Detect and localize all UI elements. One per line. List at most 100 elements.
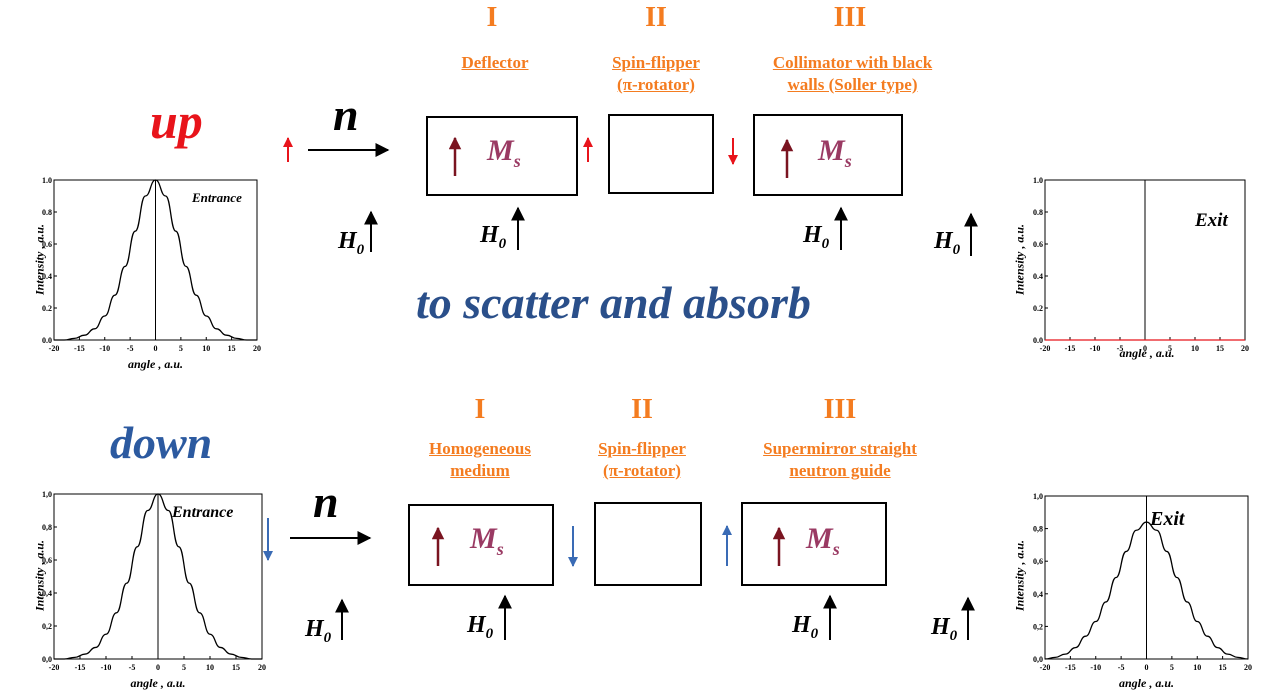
y-tick-label: 0,0 <box>1033 655 1043 664</box>
x-tick-label: 5 <box>179 344 183 353</box>
stage-label-line: (π-rotator) <box>603 461 681 480</box>
plot-label-entrance: Entrance <box>172 504 234 521</box>
y-tick-label: 0,4 <box>42 589 52 598</box>
x-tick-label: 5 <box>1170 663 1174 672</box>
stage-label-down-1: Homogeneous medium <box>400 438 560 482</box>
y-tick-label: 0,4 <box>1033 590 1043 599</box>
stage-label-line: walls (Soller type) <box>787 75 918 94</box>
stage-label-down-3: Supermirror straight neutron guide <box>730 438 950 482</box>
row-label-up: up <box>150 93 203 149</box>
x-tick-label: 10 <box>206 663 214 672</box>
x-tick-label: -5 <box>129 663 136 672</box>
y-tick-label: 0.0 <box>42 336 52 345</box>
magnetization-label-up-3: Ms <box>818 134 852 171</box>
stage-numeral-up-1: I <box>486 2 498 33</box>
y-tick-label: 0.6 <box>42 240 52 249</box>
stage-label-line: (π-rotator) <box>617 75 695 94</box>
x-tick-label: 5 <box>1168 344 1172 353</box>
x-tick-label: 0 <box>154 344 158 353</box>
x-axis-label: angle , a.u. <box>1118 676 1174 690</box>
x-tick-label: 0 <box>1143 344 1147 353</box>
y-tick-label: 0.4 <box>42 272 52 281</box>
y-tick-label: 0.0 <box>1033 336 1043 345</box>
stage-label-down-2: Spin-flipper (π-rotator) <box>572 438 712 482</box>
stage-label-line: Deflector <box>461 53 529 72</box>
y-axis-label: Intensity , a.u. <box>1012 224 1027 296</box>
stage-label-line: Spin-flipper <box>612 53 700 72</box>
y-tick-label: 0,2 <box>1033 622 1043 631</box>
plot-label-exit: Exit <box>1150 508 1185 530</box>
series-line <box>54 179 257 341</box>
x-tick-label: -15 <box>75 663 86 672</box>
x-tick-label: -20 <box>1040 663 1051 672</box>
x-tick-label: -20 <box>49 344 60 353</box>
field-label-down-1: H0 <box>305 616 332 646</box>
middle-caption: to scatter and absorb <box>416 277 811 328</box>
x-axis-label: angle , a.u. <box>130 676 186 690</box>
stage-label-line: Homogeneous <box>429 439 531 458</box>
x-tick-label: -10 <box>1090 663 1101 672</box>
x-tick-label: -15 <box>1065 663 1076 672</box>
x-tick-label: 15 <box>1219 663 1227 672</box>
y-tick-label: 1.0 <box>42 176 52 185</box>
stage-label-line: Supermirror straight <box>763 439 917 458</box>
y-axis-label: Intensity , a.u. <box>32 224 47 296</box>
stage-label-line: Collimator with black <box>772 53 933 72</box>
y-tick-label: 0,0 <box>42 655 52 664</box>
x-tick-label: 0 <box>1145 663 1149 672</box>
x-tick-label: 20 <box>1244 663 1252 672</box>
field-label-up-4: H0 <box>934 228 961 258</box>
y-tick-label: 0.8 <box>1033 208 1043 217</box>
stage-box-down-1 <box>408 504 554 586</box>
x-tick-label: 15 <box>1216 344 1224 353</box>
x-tick-label: 10 <box>202 344 210 353</box>
stage-label-line: Spin-flipper <box>598 439 686 458</box>
x-axis-label: angle , a.u. <box>1119 346 1175 360</box>
stage-numeral-down-2: II <box>631 394 653 425</box>
x-tick-label: 0 <box>156 663 160 672</box>
field-label-up-3: H0 <box>803 222 830 252</box>
y-tick-label: 1,0 <box>42 490 52 499</box>
stage-label-up-3: Collimator with black walls (Soller type… <box>740 52 965 96</box>
plot-label-exit: Exit <box>1195 210 1228 231</box>
stage-numeral-up-3: III <box>833 2 867 33</box>
x-tick-label: -10 <box>99 344 110 353</box>
x-tick-label: 10 <box>1193 663 1201 672</box>
y-tick-label: 0.2 <box>1033 304 1043 313</box>
stage-box-down-2 <box>594 502 702 586</box>
stage-numeral-down-1: I <box>474 394 486 425</box>
row-label-down: down <box>110 417 213 468</box>
x-tick-label: 15 <box>228 344 236 353</box>
field-label-down-3: H0 <box>792 612 819 642</box>
y-tick-label: 0,6 <box>42 556 52 565</box>
x-tick-label: -5 <box>1117 344 1124 353</box>
field-label-up-1: H0 <box>338 228 365 258</box>
x-axis-label: angle , a.u. <box>127 357 183 371</box>
x-tick-label: -5 <box>1118 663 1125 672</box>
y-tick-label: 0.4 <box>1033 272 1043 281</box>
x-tick-label: 20 <box>253 344 261 353</box>
x-tick-label: 20 <box>1241 344 1249 353</box>
x-tick-label: -15 <box>1065 344 1076 353</box>
y-axis-label: Intensity , a.u. <box>32 540 47 612</box>
y-tick-label: 0,2 <box>42 622 52 631</box>
field-label-down-2: H0 <box>467 612 494 642</box>
magnetization-label-up-1: Ms <box>487 134 521 171</box>
x-tick-label: -20 <box>1040 344 1051 353</box>
y-tick-label: 0.2 <box>42 304 52 313</box>
x-tick-label: -10 <box>1090 344 1101 353</box>
magnetization-label-down-1: Ms <box>470 522 504 559</box>
stage-numeral-down-3: III <box>823 394 857 425</box>
y-tick-label: 0,8 <box>1033 525 1043 534</box>
x-tick-label: -5 <box>127 344 134 353</box>
plot-label-entrance: Entrance <box>192 190 242 205</box>
series-line <box>1044 521 1249 660</box>
y-tick-label: 0.8 <box>42 208 52 217</box>
stage-label-line: medium <box>450 461 510 480</box>
y-tick-label: 0.6 <box>1033 240 1043 249</box>
